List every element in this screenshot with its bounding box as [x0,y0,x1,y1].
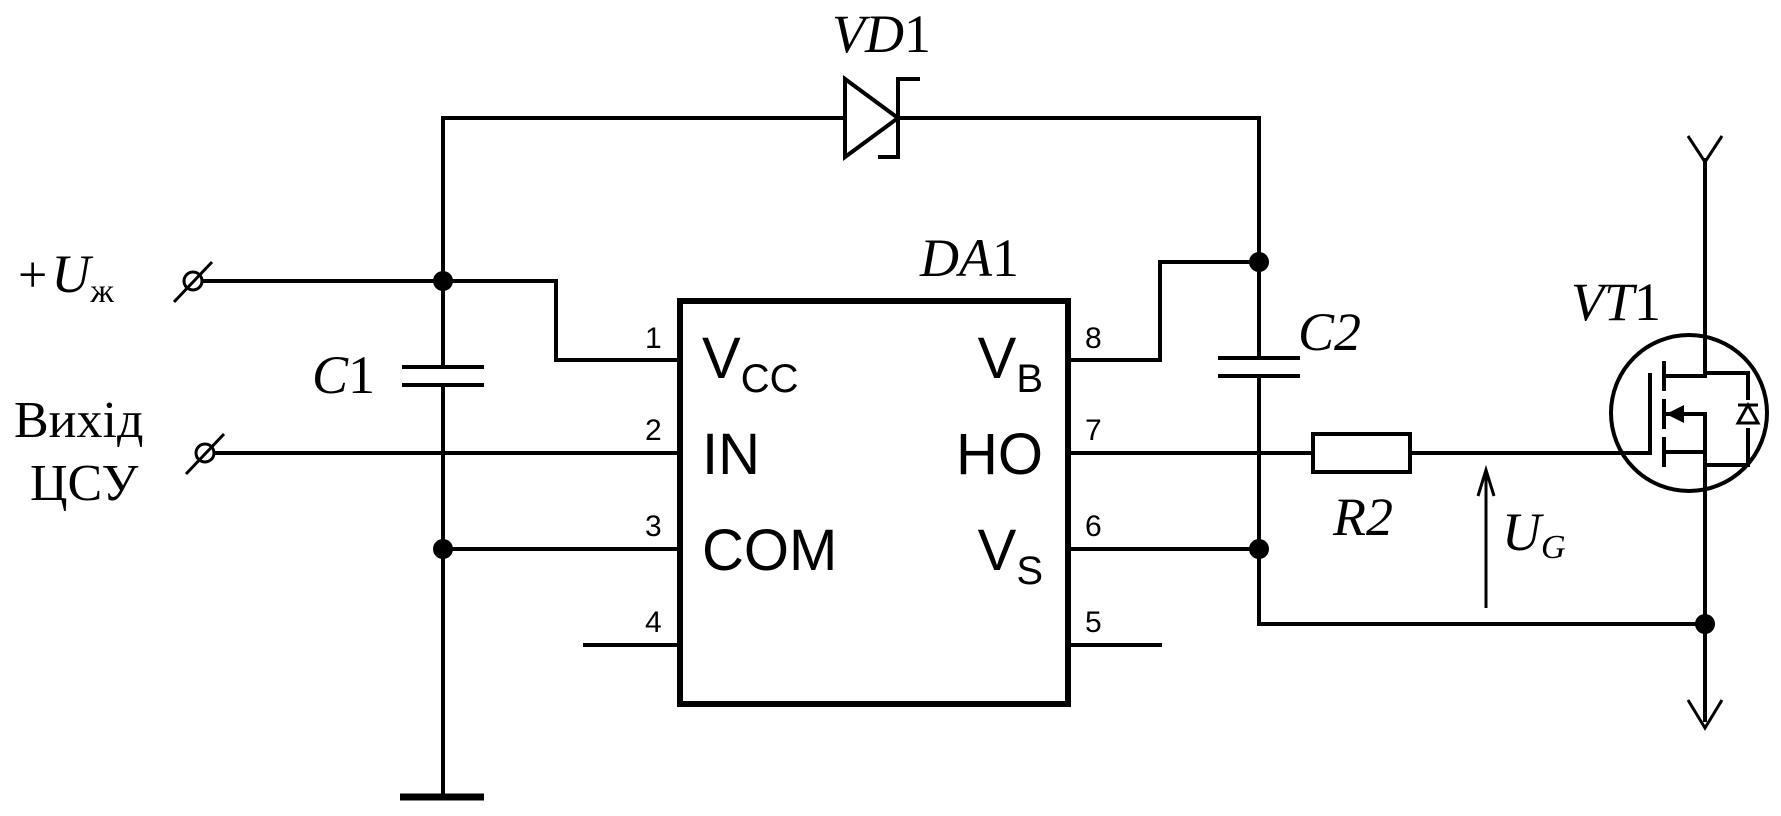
ic-da1-body [677,298,1071,707]
wire-vd1-loop [441,116,1261,313]
label-c2: C2 [1298,302,1361,362]
pin-name-vs: VS [978,518,1043,593]
pin-name-vcc: VCC [702,326,798,401]
transistor-body [1609,333,1769,493]
pin-number-7: 7 [1085,414,1102,447]
wire-vb [1066,260,1261,362]
terminal-supply [172,260,214,304]
junction-com [433,539,453,559]
diode-vd1 [843,75,920,161]
junction-supply [433,271,453,291]
label-c1: C1 [312,345,375,405]
junctions [433,252,1715,634]
wires [191,116,1707,797]
resistor-r2 [1311,432,1412,474]
pin-name-in: IN [702,422,760,487]
label-input-line2: ЦСУ [30,455,139,512]
pin-number-5: 5 [1085,606,1102,639]
diode-triangle [843,75,902,161]
capacitor-c2 [1218,356,1300,378]
label-input-line1: Вихід [14,392,143,449]
drain-terminal-arrow [1686,135,1724,165]
transistor-vt1 [1609,333,1769,493]
diode-zener-bar [878,77,920,159]
terminal-input [184,432,226,476]
pin-name-ho: HO [956,422,1043,487]
pin-number-8: 8 [1085,322,1102,355]
label-r2: R2 [1332,487,1393,547]
label-supply: +Uж [18,244,114,310]
pin-number-1: 1 [645,322,662,355]
label-ug: UG [1502,502,1566,566]
pin-number-6: 6 [1085,510,1102,543]
pin-number-2: 2 [645,414,662,447]
body-diode [1735,401,1761,425]
capacitor-c1 [402,365,484,387]
pin-name-com: COM [702,518,837,583]
junction-source [1695,614,1715,634]
junction-vs [1249,539,1269,559]
wire-c2-bottom [1257,374,1707,626]
label-da1: DA1 [919,228,1019,288]
source-terminal-arrow [1686,699,1724,731]
junction-vb [1249,252,1269,272]
pin-number-4: 4 [645,606,662,639]
pin-name-vb: VB [978,326,1043,401]
label-vd1: VD1 [832,4,931,64]
pin-number-3: 3 [645,510,662,543]
wire-supply [191,279,682,362]
ug-arrow [1476,464,1496,608]
label-vt1: VT1 [1571,272,1661,332]
